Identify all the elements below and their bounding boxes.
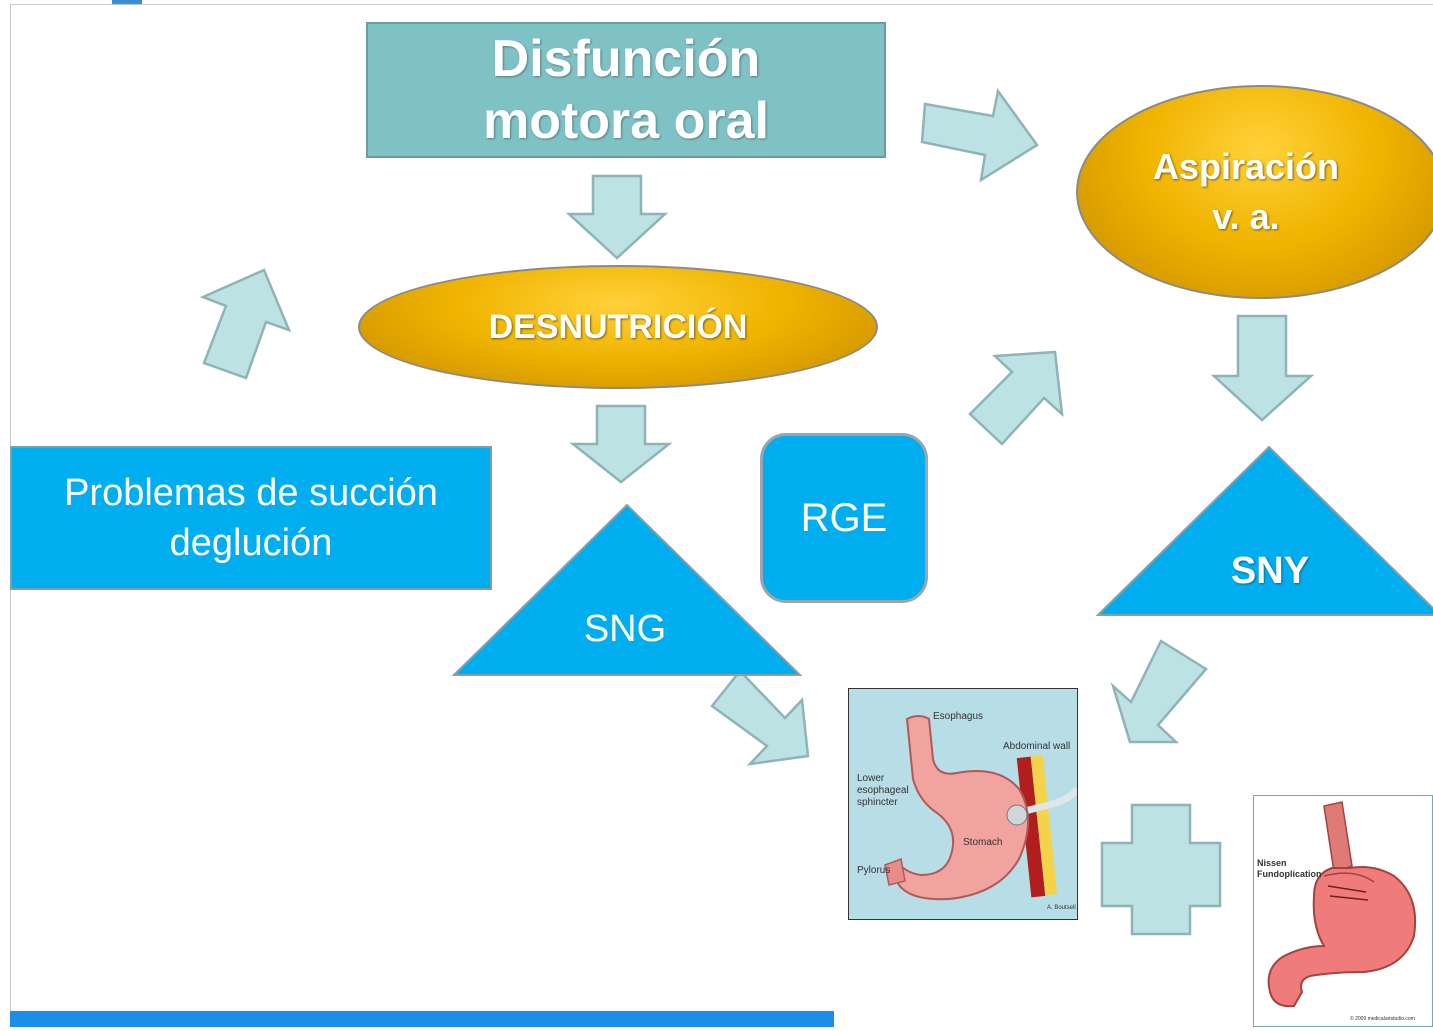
node-desnutricion: DESNUTRICIÓN bbox=[358, 265, 878, 389]
stomach-gastrostomy-figure: Esophagus Abdominal wall Lower esophagea… bbox=[848, 688, 1081, 920]
node-rge: RGE bbox=[760, 433, 928, 603]
label-esophagus: Esophagus bbox=[933, 711, 984, 722]
arrow-sny-to-stomach bbox=[1110, 639, 1208, 744]
arrow-desnutricion-to-sng bbox=[569, 404, 673, 484]
label-nissen-credit: © 2009 medicalartstudio.com bbox=[1350, 1016, 1415, 1022]
label-abdominal-wall: Abdominal wall bbox=[1003, 741, 1071, 752]
arrow-sng-to-stomach bbox=[710, 669, 810, 766]
node-disfuncion-motora-oral: Disfunción motora oral bbox=[366, 22, 886, 158]
problemas-line-2: deglución bbox=[169, 522, 333, 564]
aspiracion-line-2: v. a. bbox=[1212, 196, 1280, 237]
arrow-problemas-to-desnutricion bbox=[199, 268, 292, 380]
label-pylorus: Pylorus bbox=[857, 865, 891, 876]
sny-label: SNY bbox=[1230, 550, 1310, 592]
nissen-fundoplication-figure: Nissen Fundoplication © 2009 medicalarts… bbox=[1253, 795, 1433, 1027]
rge-label: RGE bbox=[800, 495, 888, 540]
arrow-title-to-desnutricion bbox=[565, 174, 669, 260]
node-problemas-succion: Problemas de succión deglución bbox=[10, 446, 492, 590]
desnutricion-label: DESNUTRICIÓN bbox=[488, 307, 748, 346]
plus-sign bbox=[1100, 803, 1222, 936]
title-line-2: motora oral bbox=[482, 92, 770, 150]
stomach-illustration bbox=[884, 715, 1081, 901]
title-line-1: Disfunción bbox=[491, 30, 761, 88]
triangle-sng bbox=[451, 503, 803, 676]
node-aspiracion: Aspiración v. a. bbox=[1076, 85, 1433, 299]
label-lower: Lower bbox=[857, 773, 885, 784]
problemas-line-1: Problemas de succión bbox=[64, 472, 438, 514]
label-nissen: Nissen bbox=[1257, 858, 1287, 868]
label-stomach-credit: A. Boutsell bbox=[1047, 905, 1076, 911]
arrow-aspiracion-to-sny bbox=[1210, 314, 1315, 422]
label-stomach: Stomach bbox=[963, 837, 1003, 848]
sng-label: SNG bbox=[583, 608, 667, 650]
label-fundoplication: Fundoplication bbox=[1257, 869, 1322, 879]
arrow-title-to-aspiracion bbox=[920, 87, 1039, 183]
nissen-illustration bbox=[1267, 801, 1417, 1008]
label-sphincter: sphincter bbox=[857, 797, 898, 808]
triangle-sny bbox=[1095, 445, 1433, 616]
aspiracion-line-1: Aspiración bbox=[1152, 146, 1340, 187]
label-esophageal: esophageal bbox=[857, 785, 909, 796]
corner-mark bbox=[112, 0, 142, 4]
bottom-bar bbox=[10, 1011, 834, 1027]
arrow-rge-to-aspiracion bbox=[968, 350, 1064, 446]
